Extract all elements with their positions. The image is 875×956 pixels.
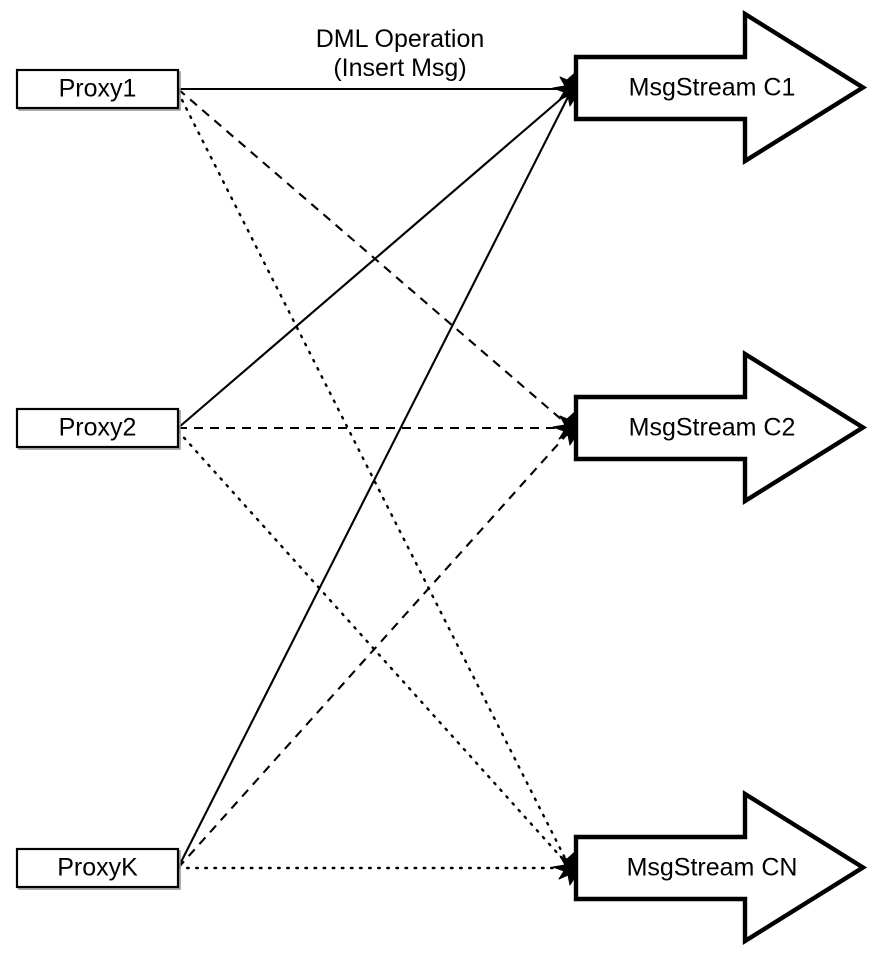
proxy1-label: Proxy1 [59,75,137,103]
edge-annotation: DML Operation (Insert Msg) [316,25,485,82]
connection-proxy1-to-cn [176,90,571,868]
connection-layer [176,87,571,870]
proxy2-box[interactable] [15,407,180,449]
connection-proxy1-to-c2 [177,88,570,427]
connection-proxyk-to-c2 [177,431,570,869]
proxy2-label: Proxy2 [59,414,137,442]
node-msgstream-cn[interactable]: MsgStream CN [573,790,868,945]
msgstream-c2-label: MsgStream C2 [629,414,796,442]
msgstream-c2-arrow-shape[interactable] [573,350,868,505]
proxyk-box[interactable] [15,847,180,889]
node-msgstream-c2[interactable]: MsgStream C2 [573,350,868,505]
node-proxyk[interactable]: ProxyK [15,847,181,890]
proxyk-label: ProxyK [57,854,138,882]
msgstream-cn-label: MsgStream CN [627,854,798,882]
msgstream-c1-arrow-shape[interactable] [573,10,868,165]
node-proxy1[interactable]: Proxy1 [15,68,181,111]
arrowhead-layer [552,71,577,886]
edge-label-line1: DML Operation [316,25,485,53]
edge-label-line2: (Insert Msg) [333,54,466,82]
connection-proxyk-to-c1 [177,94,570,869]
msgstream-cn-arrow-shape[interactable] [573,790,868,945]
proxy-nodes: Proxy1 Proxy2 ProxyK [15,68,181,890]
stream-nodes: MsgStream C1 MsgStream C2 MsgStream CN [573,10,868,945]
node-proxy2[interactable]: Proxy2 [15,407,181,450]
msgstream-c1-label: MsgStream C1 [629,74,796,102]
arrowhead-icon-c1 [552,71,577,107]
proxy1-box[interactable] [15,68,180,110]
connection-proxy2-to-c1 [177,91,570,429]
node-msgstream-c1[interactable]: MsgStream C1 [573,10,868,165]
